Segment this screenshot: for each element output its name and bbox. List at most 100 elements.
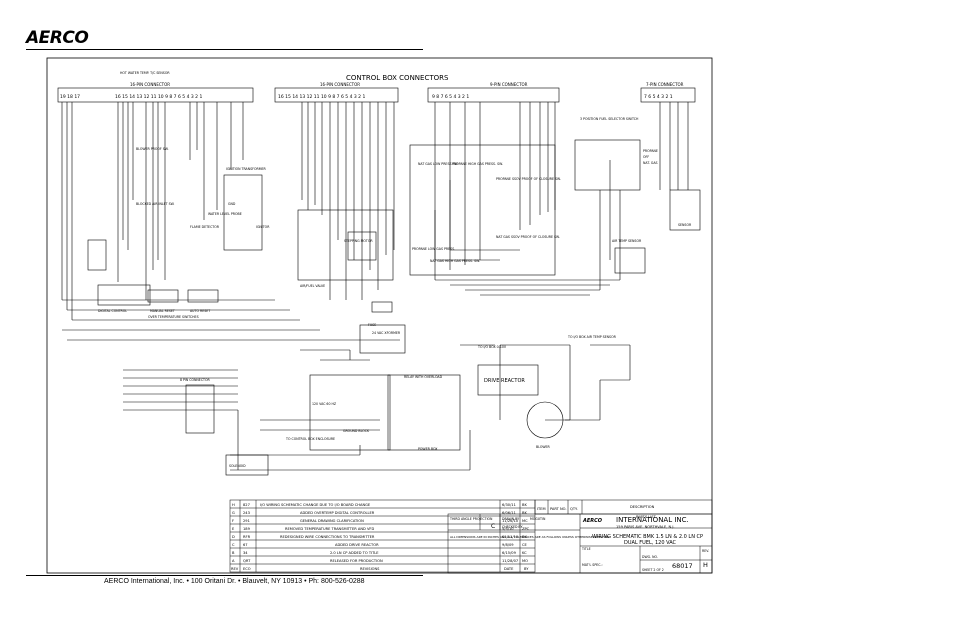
title-block-brand: AERCO bbox=[582, 518, 603, 524]
svg-text:BY: BY bbox=[524, 567, 529, 571]
revision-table bbox=[229, 499, 536, 573]
drive-reactor-box bbox=[477, 364, 539, 396]
label-nat-gas-ssov: NAT GAS SSOV PROOF OF CLOSURE SW. bbox=[496, 235, 560, 239]
label-propane-ssov: PROPANE SSOV PROOF OF CLOSURE SW. bbox=[496, 177, 561, 181]
label-propane-low: PROPANE LOW GAS PRESS. bbox=[412, 247, 455, 251]
svg-text:ADDED DRIVE REACTOR: ADDED DRIVE REACTOR bbox=[335, 543, 379, 547]
label-nat-gas-high: NAT GAS HIGH GAS PRESS. SW. bbox=[430, 259, 480, 263]
svg-text:GENERAL DRAWING CLARIFICATION: GENERAL DRAWING CLARIFICATION bbox=[300, 519, 364, 523]
title-line-1: WIRING SCHEMATIC BMK 1.5 LN & 2.0 LN CP bbox=[592, 534, 703, 540]
sheet-number: SHEET 2 OF 2 bbox=[642, 568, 664, 572]
revision-row: B 34 2.0 LN CP ADDED TO TITLE 6/15/09 KC bbox=[232, 551, 527, 555]
dwg-no-label: DWG. NO. bbox=[642, 555, 658, 559]
svg-text:34: 34 bbox=[243, 551, 248, 555]
label-air-temp: AIR TEMP SENSOR bbox=[612, 239, 642, 243]
svg-text:9/8/09: 9/8/09 bbox=[502, 543, 514, 547]
svg-text:KC: KC bbox=[522, 551, 527, 555]
ignition-transformer-box bbox=[223, 174, 263, 251]
svg-text:ADDED OVERTEMP DIGITAL CONTROL: ADDED OVERTEMP DIGITAL CONTROLLER bbox=[300, 511, 375, 515]
svg-text:2.0 LN CP ADDED TO TITLE: 2.0 LN CP ADDED TO TITLE bbox=[330, 551, 379, 555]
checked-by-label: CHECKED BY bbox=[502, 525, 522, 529]
svg-text:DATE: DATE bbox=[504, 567, 514, 571]
svg-text:827: 827 bbox=[243, 503, 250, 507]
scale-letter: C bbox=[491, 523, 495, 530]
connector-pins-19-right: 16 15 14 13 12 11 10 9 8 7 6 5 4 3 2 1 bbox=[115, 94, 202, 100]
label-relay: RELAY WITH OVERLOAD bbox=[404, 375, 443, 379]
svg-text:F: F bbox=[232, 519, 234, 523]
label-off: OFF bbox=[643, 155, 649, 159]
label-manual-reset: MANUAL RESET bbox=[150, 309, 175, 313]
parts-col-item: ITEM bbox=[537, 507, 546, 511]
revision-row: E 189 REMOVED TEMPERATURE TRANSMITTER AN… bbox=[232, 527, 530, 531]
label-fuse: FUSE bbox=[368, 323, 376, 327]
svg-text:H: H bbox=[232, 503, 235, 507]
label-ignition-transformer: IGNITION TRANSFORMER bbox=[226, 167, 266, 171]
label-air-fuel-valve: AIR/FUEL VALVE bbox=[300, 284, 325, 288]
connector-9pin bbox=[427, 87, 560, 103]
revision-row: H 827 I/O WIRING SCHEMATIC CHANGE DUE TO… bbox=[232, 503, 527, 507]
schematic-title: CONTROL BOX CONNECTORS bbox=[346, 74, 449, 82]
label-pin8: 8 PIN CONNECTOR bbox=[180, 378, 210, 382]
rev-label: REV. bbox=[702, 549, 709, 553]
label-blocked-inlet: BLOCKED AIR INLET SW. bbox=[136, 202, 175, 206]
title-line-2: DUAL FUEL, 120 VAC bbox=[624, 540, 677, 546]
label-ground-block: GROUND BLOCK bbox=[343, 429, 370, 433]
relay-box bbox=[387, 374, 461, 451]
label-drive-reactor: DRIVE REACTOR bbox=[484, 378, 525, 384]
svg-text:REMOVED TEMPERATURE TRANSMITTE: REMOVED TEMPERATURE TRANSMITTER AND VFD bbox=[285, 527, 374, 531]
title-label: TITLE bbox=[581, 547, 591, 551]
blower-motor bbox=[526, 401, 564, 439]
drawn-by-value: MOGUTIN bbox=[530, 517, 546, 521]
svg-text:243: 243 bbox=[243, 511, 250, 515]
matl-spec-label: MAT'L SPEC.: bbox=[582, 563, 603, 567]
company-name: INTERNATIONAL INC. bbox=[616, 516, 689, 524]
label-propane: PROPANE bbox=[643, 149, 658, 153]
label-propane-high: PROPANE HIGH GAS PRESS. SW. bbox=[452, 162, 503, 166]
connector-pins-19-left: 19 18 17 bbox=[60, 94, 80, 100]
svg-text:C: C bbox=[232, 543, 235, 547]
label-blower: BLOWER bbox=[536, 445, 551, 449]
label-nat-gas-low: NAT GAS LOW PRESS SW. bbox=[418, 162, 459, 166]
gas-switches-box bbox=[409, 144, 556, 276]
revision-row: D RFR REDESIGNED WIRE CONNECTIONS TO TRA… bbox=[232, 535, 527, 539]
svg-text:6/06/11: 6/06/11 bbox=[502, 511, 516, 515]
svg-text:ZPC: ZPC bbox=[522, 527, 530, 531]
svg-text:B: B bbox=[232, 551, 235, 555]
svg-text:E: E bbox=[232, 527, 235, 531]
svg-text:CE: CE bbox=[522, 543, 528, 547]
svg-text:189: 189 bbox=[243, 527, 251, 531]
label-gnd: GND bbox=[228, 202, 236, 206]
svg-text:I/O WIRING SCHEMATIC CHANGE DU: I/O WIRING SCHEMATIC CHANGE DUE TO I/O B… bbox=[260, 503, 371, 507]
parts-col-desc: DESCRIPTION bbox=[630, 505, 655, 509]
fuel-selector-box bbox=[574, 139, 641, 191]
label-auto-reset: AUTO RESET bbox=[190, 309, 210, 313]
label-nat-gas: NAT. GAS bbox=[643, 161, 658, 165]
aerco-logo: AERCO bbox=[26, 28, 89, 48]
connector-19pin bbox=[57, 87, 254, 103]
air-fuel-valve-box bbox=[297, 209, 394, 281]
connector-label-19: 16-PIN CONNECTOR bbox=[130, 82, 170, 87]
label-transformer: 24 VAC XFORMER bbox=[372, 331, 401, 335]
label-hw-sensor: HOT WATER TEMP. T/C SENSOR bbox=[120, 71, 170, 75]
label-water-level-probe: WATER LEVEL PROBE bbox=[208, 212, 242, 216]
transformer-box bbox=[359, 324, 406, 354]
label-outdoor-sensor: SENSOR bbox=[678, 223, 692, 227]
label-120vac: 120 VAC 60 HZ bbox=[312, 402, 337, 406]
label-fuel-selector: 3 POSITION FUEL SELECTOR SWITCH bbox=[580, 117, 639, 121]
connector-label-9: 9-PIN CONNECTOR bbox=[490, 82, 528, 87]
tolerance-notes: ALL DIMENSIONS ARE IN INCHES AND ALL TOL… bbox=[450, 535, 610, 539]
connector-pins-7: 7 6 5 4 3 2 1 bbox=[644, 94, 673, 100]
parts-col-qty: QTY. bbox=[570, 507, 578, 511]
revision-row: G 243 ADDED OVERTEMP DIGITAL CONTROLLER … bbox=[232, 511, 527, 515]
revision-row: A QRT RELEASED FOR PRODUCTION 11/28/07 M… bbox=[232, 559, 528, 563]
svg-text:11/28/07: 11/28/07 bbox=[502, 559, 518, 563]
svg-text:01/11/10: 01/11/10 bbox=[502, 535, 519, 539]
svg-text:ECO: ECO bbox=[243, 567, 251, 571]
drawing-number: 68017 bbox=[672, 562, 693, 570]
parts-col-part: PART NO. bbox=[550, 507, 566, 511]
connector-pins-9: 9 8 7 6 5 4 3 2 1 bbox=[432, 94, 469, 100]
svg-text:A: A bbox=[232, 559, 235, 563]
solenoid-box bbox=[225, 454, 269, 476]
svg-text:291: 291 bbox=[243, 519, 250, 523]
